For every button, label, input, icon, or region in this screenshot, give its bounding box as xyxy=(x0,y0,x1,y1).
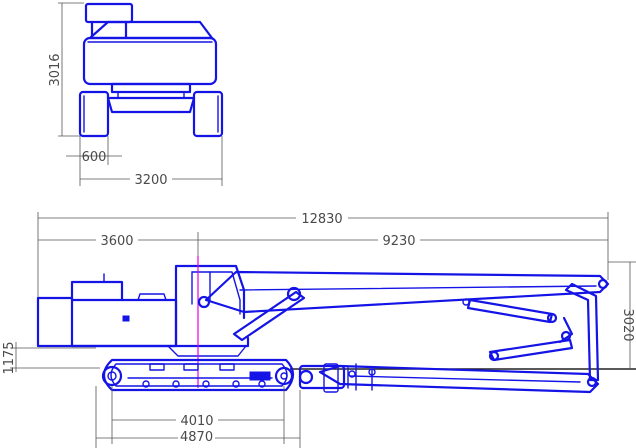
engine-hood xyxy=(70,280,124,302)
handle xyxy=(122,315,130,322)
arm-link xyxy=(564,282,600,382)
swing-bearing xyxy=(167,345,247,357)
boom-tip-pin xyxy=(597,278,609,290)
boom-cylinder xyxy=(232,290,306,342)
bucket-cylinder xyxy=(488,338,574,362)
front-body xyxy=(82,36,218,86)
cab xyxy=(174,264,246,348)
counterweight-clearance-label: 1175 xyxy=(2,341,17,374)
front-overall-width-label: 3200 xyxy=(134,173,167,188)
upper-structure xyxy=(70,298,178,348)
boom-pivot xyxy=(197,295,211,309)
overall-length-label: 12830 xyxy=(301,212,342,227)
rear-to-center-label: 3600 xyxy=(100,234,133,249)
front-cab-top xyxy=(84,2,134,24)
stick-cylinder xyxy=(466,298,554,324)
counterweight xyxy=(36,296,74,348)
track-length-label: 4870 xyxy=(178,430,216,445)
tank-cap xyxy=(137,293,167,301)
front-height-label: 3016 xyxy=(48,53,63,86)
sprocket-wheel xyxy=(274,366,294,386)
front-carbody xyxy=(106,96,196,114)
cab-window xyxy=(191,271,241,315)
tumbler-distance-label: 4010 xyxy=(180,414,213,429)
center-to-front-label: 9230 xyxy=(382,234,415,249)
front-cab-pillars xyxy=(90,20,128,40)
side-view: 12830 3600 9230 3020 1175 xyxy=(2,210,636,448)
front-view: 3016 600 3200 xyxy=(48,2,224,188)
front-track-width-label: 600 xyxy=(82,150,107,165)
main-boom xyxy=(204,270,610,314)
idler-wheel xyxy=(101,365,123,387)
front-body-top xyxy=(88,20,214,40)
boom-height-label: 3020 xyxy=(620,308,635,341)
front-swing-ring xyxy=(110,82,192,94)
front-left-track xyxy=(78,90,110,138)
front-right-track xyxy=(192,90,224,138)
